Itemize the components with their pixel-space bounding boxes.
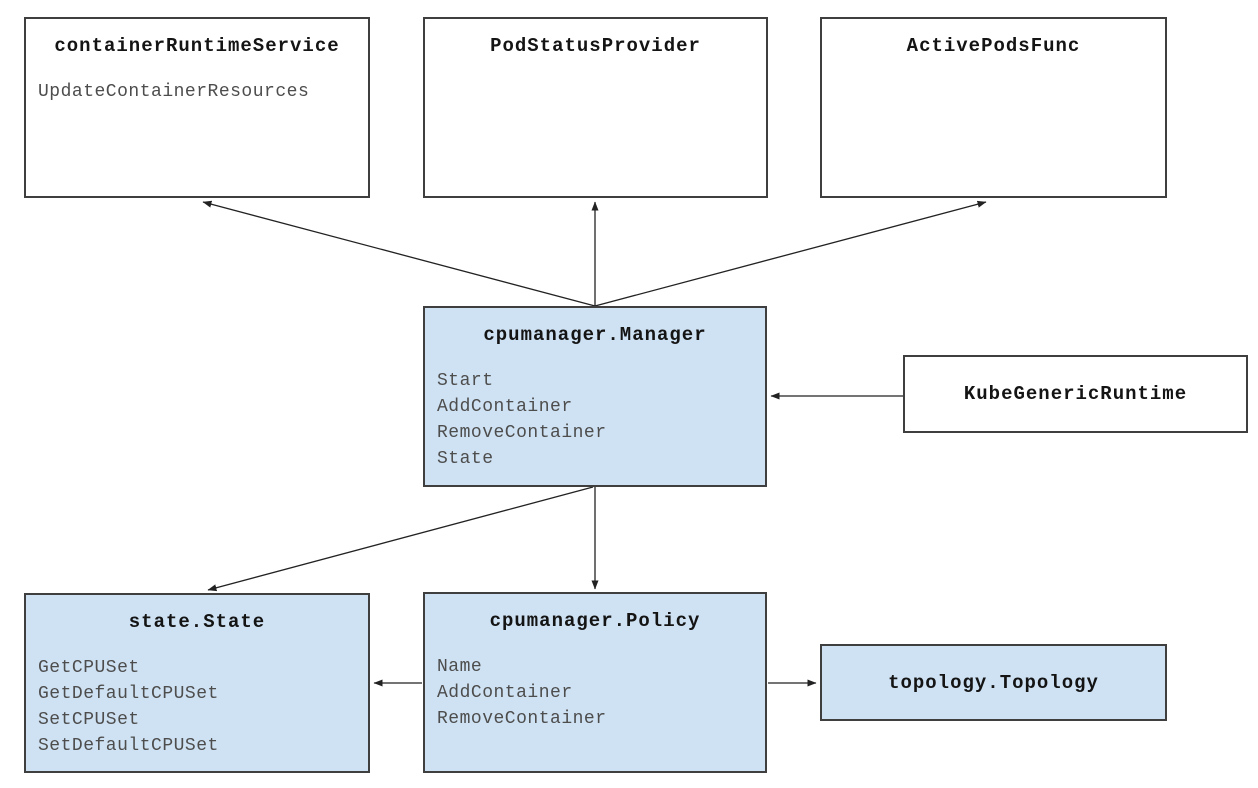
node-methods: GetCPUSet GetDefaultCPUSet SetCPUSet Set… — [38, 655, 368, 759]
node-method: State — [437, 449, 494, 469]
node-method: AddContainer — [437, 397, 573, 417]
edge-manager-to-containerruntimeservice — [202, 200, 596, 307]
node-state-state: state.State GetCPUSet GetDefaultCPUSet S… — [24, 593, 370, 773]
node-method: RemoveContainer — [437, 709, 607, 729]
node-methods: UpdateContainerResources — [38, 79, 368, 105]
node-method: UpdateContainerResources — [38, 82, 310, 102]
node-title: state.State — [128, 611, 266, 633]
edge-manager-to-statestate — [207, 486, 594, 592]
node-title: containerRuntimeService — [54, 35, 340, 57]
edge-manager-to-activepodsfunc — [594, 200, 987, 307]
node-pod-status-provider: PodStatusProvider — [423, 17, 768, 198]
node-method: AddContainer — [437, 683, 573, 703]
node-title: ActivePodsFunc — [906, 35, 1081, 57]
node-method: SetCPUSet — [38, 710, 140, 730]
node-methods: Name AddContainer RemoveContainer — [437, 654, 765, 732]
node-methods: Start AddContainer RemoveContainer State — [437, 368, 765, 472]
node-cpumanager-manager: cpumanager.Manager Start AddContainer Re… — [423, 306, 767, 487]
node-title: KubeGenericRuntime — [963, 383, 1188, 405]
node-container-runtime-service: containerRuntimeService UpdateContainerR… — [24, 17, 370, 198]
node-method: GetDefaultCPUSet — [38, 684, 219, 704]
node-title: topology.Topology — [888, 671, 1099, 694]
node-title: PodStatusProvider — [490, 35, 701, 57]
node-kube-generic-runtime: KubeGenericRuntime — [903, 355, 1248, 433]
node-method: Name — [437, 657, 483, 677]
node-title: cpumanager.Policy — [489, 610, 701, 632]
node-method: SetDefaultCPUSet — [38, 736, 219, 756]
node-cpumanager-policy: cpumanager.Policy Name AddContainer Remo… — [423, 592, 767, 773]
node-topology-topology: topology.Topology — [820, 644, 1167, 721]
node-active-pods-func: ActivePodsFunc — [820, 17, 1167, 198]
node-method: RemoveContainer — [437, 423, 607, 443]
node-title: cpumanager.Manager — [483, 324, 707, 346]
node-method: GetCPUSet — [38, 658, 140, 678]
node-method: Start — [437, 371, 494, 391]
